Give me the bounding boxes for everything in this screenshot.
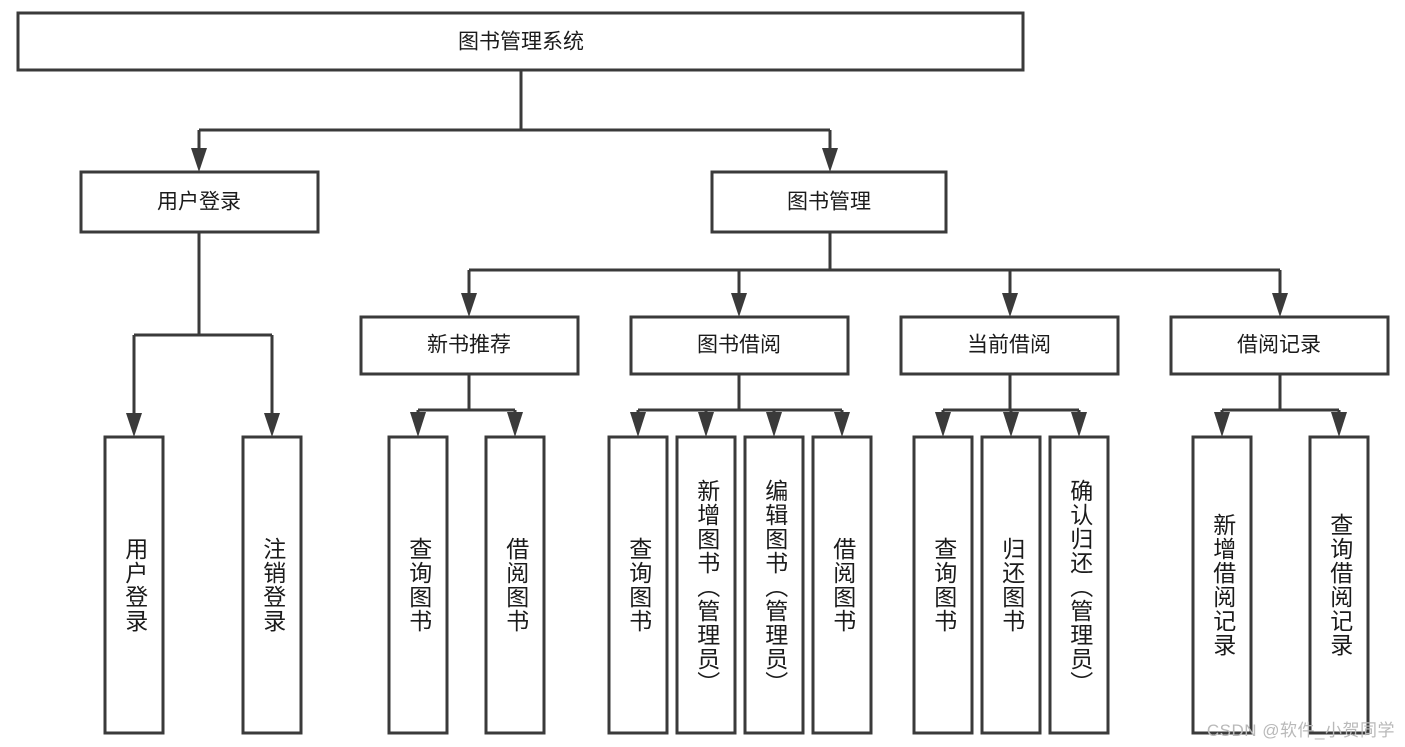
arrow-current-leaf-3 bbox=[1071, 412, 1087, 437]
label-new-book-recommend: 新书推荐 bbox=[427, 334, 511, 357]
label-user-login: 用户登录 bbox=[157, 191, 241, 214]
node-box-leaf-query-book-3[interactable] bbox=[912, 435, 974, 735]
arrow-bookmgmt-child-2 bbox=[731, 293, 747, 317]
node-box-borrow-record[interactable] bbox=[1169, 315, 1390, 376]
node-box-leaf-confirm-return[interactable] bbox=[1048, 435, 1110, 735]
arrow-root-to-userlogin bbox=[191, 148, 207, 172]
arrow-bookmgmt-child-1 bbox=[461, 293, 477, 317]
node-box-leaf-query-book-1[interactable] bbox=[387, 435, 449, 735]
arrow-borrow-leaf-3 bbox=[766, 412, 782, 437]
node-box-leaf-borrow-book-1[interactable] bbox=[484, 435, 546, 735]
node-label-group: 图书管理系统 用户登录 图书管理 新书推荐 图书借阅 当前借阅 借阅记录 bbox=[157, 31, 1321, 357]
label-borrow-record: 借阅记录 bbox=[1237, 334, 1321, 357]
node-box-leaf-edit-book[interactable] bbox=[743, 435, 805, 735]
node-box-new-book-recommend[interactable] bbox=[359, 315, 580, 376]
label-book-borrow: 图书借阅 bbox=[697, 334, 781, 357]
node-box-leaf-borrow-book-2[interactable] bbox=[811, 435, 873, 735]
arrow-record-leaf-1 bbox=[1214, 412, 1230, 437]
node-box-leaf-user-login[interactable] bbox=[103, 435, 165, 735]
arrow-recommend-leaf-2 bbox=[507, 412, 523, 437]
node-box-leaf-return-book[interactable] bbox=[980, 435, 1042, 735]
arrow-borrow-leaf-4 bbox=[834, 412, 850, 437]
arrow-borrow-leaf-1 bbox=[630, 412, 646, 437]
node-box-leaf-add-record[interactable] bbox=[1191, 435, 1253, 735]
label-title: 图书管理系统 bbox=[458, 31, 584, 54]
arrow-current-leaf-1 bbox=[935, 412, 951, 437]
node-box-user-login[interactable] bbox=[79, 170, 320, 234]
node-box-leaf-query-record[interactable] bbox=[1308, 435, 1370, 735]
node-box-title[interactable] bbox=[16, 11, 1025, 72]
node-box-group bbox=[16, 11, 1390, 735]
node-box-leaf-query-book-2[interactable] bbox=[607, 435, 669, 735]
arrow-userlogin-leaf-1 bbox=[126, 413, 142, 437]
arrow-bookmgmt-child-4 bbox=[1272, 293, 1288, 317]
arrow-record-leaf-2 bbox=[1331, 412, 1347, 437]
csdn-watermark: CSDN @软件_小贺同学 bbox=[1206, 721, 1395, 740]
arrow-root-to-bookmgmt bbox=[822, 148, 838, 172]
label-book-management: 图书管理 bbox=[787, 191, 871, 214]
arrow-userlogin-leaf-2 bbox=[264, 413, 280, 437]
arrow-recommend-leaf-1 bbox=[410, 412, 426, 437]
node-box-book-management[interactable] bbox=[710, 170, 948, 234]
arrow-borrow-leaf-2 bbox=[698, 412, 714, 437]
node-box-leaf-logout-login[interactable] bbox=[241, 435, 303, 735]
node-box-leaf-add-book[interactable] bbox=[675, 435, 737, 735]
connector-group bbox=[126, 70, 1347, 437]
arrow-current-leaf-2 bbox=[1003, 412, 1019, 437]
label-current-borrow: 当前借阅 bbox=[967, 334, 1051, 357]
node-box-book-borrow[interactable] bbox=[629, 315, 850, 376]
node-box-current-borrow[interactable] bbox=[899, 315, 1120, 376]
arrow-bookmgmt-child-3 bbox=[1002, 293, 1018, 317]
